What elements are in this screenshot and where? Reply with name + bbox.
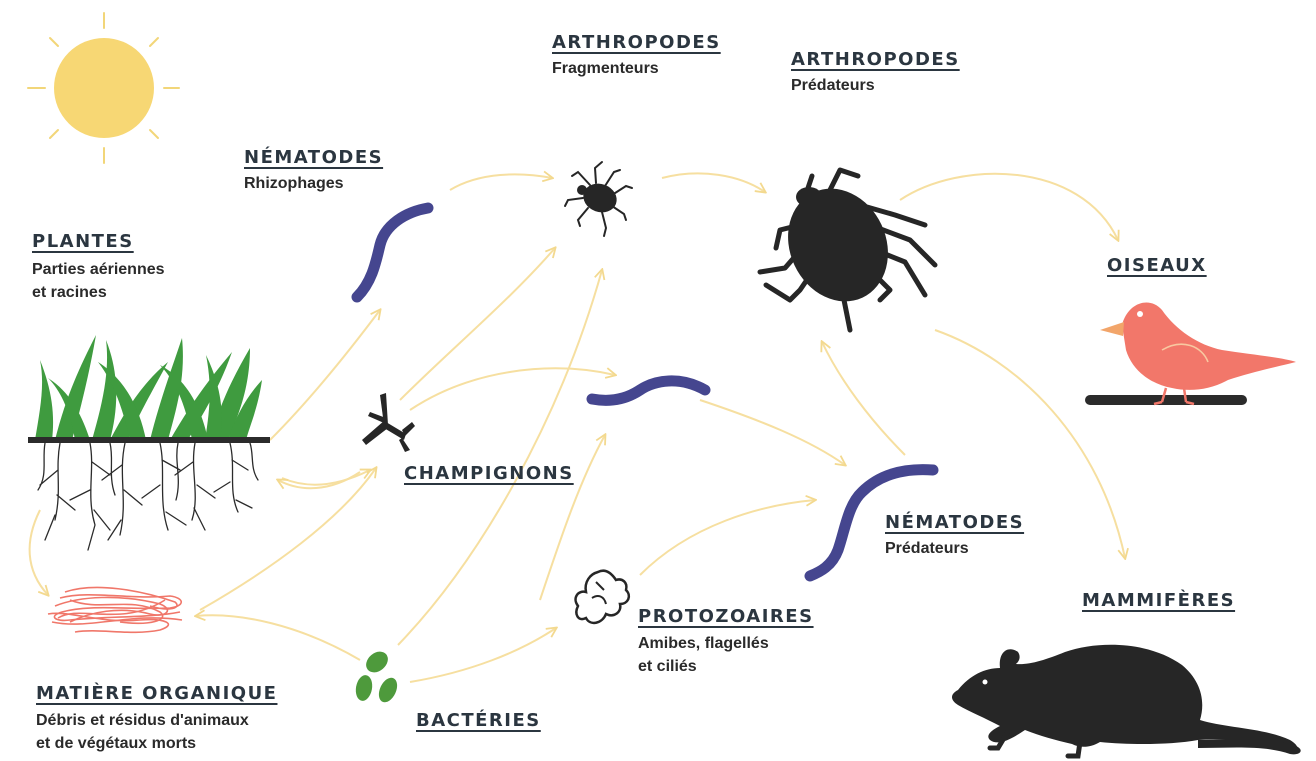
arrow-nematode-mid-to-nem-pred	[700, 400, 845, 465]
arrow-bacteria-to-frag	[398, 270, 602, 645]
matiere-sub-1: Débris et résidus d'animaux	[36, 709, 277, 732]
nematodes-rhizo-title: NÉMATODES	[244, 147, 383, 168]
oiseaux-title: OISEAUX	[1107, 255, 1207, 276]
node-nematodes-predateurs: NÉMATODES Prédateurs	[885, 512, 1024, 560]
champignons-title: CHAMPIGNONS	[404, 463, 574, 484]
nematodes-pred-title: NÉMATODES	[885, 512, 1024, 533]
arrow-bacteria-to-protozoa	[410, 628, 556, 682]
arrow-protozoa-to-nem-pred	[640, 500, 815, 575]
node-plantes: PLANTES Parties aériennes et racines	[32, 231, 165, 304]
nematodes-rhizo-sub: Rhizophages	[244, 172, 383, 195]
node-nematodes-rhizophages: NÉMATODES Rhizophages	[244, 147, 383, 195]
arrow-fungi-to-frag	[400, 248, 555, 400]
node-arthropodes-predateurs: ARTHROPODES Prédateurs	[791, 49, 960, 97]
matiere-title: MATIÈRE ORGANIQUE	[36, 683, 277, 704]
protozoa-icon	[576, 571, 629, 623]
node-oiseaux: OISEAUX	[1107, 255, 1207, 276]
arrow-frag-to-predator	[662, 173, 765, 192]
arrow-nematodes-to-frag	[450, 174, 552, 190]
mite-icon-fragmenter	[565, 162, 632, 236]
mouse-icon	[952, 645, 1301, 756]
arrow-fungi-to-nematode-mid	[410, 368, 615, 410]
arrow-organic-to-fungi	[200, 468, 376, 610]
fungus-icon	[362, 393, 415, 452]
node-matiere-organique: MATIÈRE ORGANIQUE Débris et résidus d'an…	[36, 683, 277, 755]
arrow-plants-to-fungi	[282, 470, 370, 485]
arrow-bacteria-to-organic	[196, 615, 360, 660]
grass-roots-icon	[28, 335, 270, 550]
node-champignons: CHAMPIGNONS	[404, 463, 574, 484]
organic-matter-icon	[48, 587, 182, 632]
sun-icon	[28, 13, 179, 163]
arthro-frag-title: ARTHROPODES	[552, 32, 721, 53]
node-bacteries: BACTÉRIES	[416, 710, 541, 731]
arrow-plants-to-nematodes	[270, 310, 380, 440]
arthro-pred-title: ARTHROPODES	[791, 49, 960, 70]
node-arthropodes-fragmenteurs: ARTHROPODES Fragmenteurs	[552, 32, 721, 80]
protozoaires-sub-1: Amibes, flagellés	[638, 632, 814, 655]
protozoaires-sub-2: et ciliés	[638, 655, 814, 678]
node-mammiferes: MAMMIFÈRES	[1082, 590, 1235, 611]
arrow-predator-to-birds	[900, 174, 1118, 240]
plantes-title: PLANTES	[32, 231, 165, 252]
protozoaires-title: PROTOZOAIRES	[638, 606, 814, 627]
plantes-sub-1: Parties aériennes	[32, 258, 165, 281]
matiere-sub-2: et de végétaux morts	[36, 732, 277, 755]
mammiferes-title: MAMMIFÈRES	[1082, 590, 1235, 611]
nematode-rhizophage	[357, 208, 428, 297]
nematode-middle	[592, 381, 705, 400]
nematodes-pred-sub: Prédateurs	[885, 537, 1024, 560]
arthro-pred-sub: Prédateurs	[791, 74, 960, 97]
bird-icon	[1085, 303, 1296, 405]
bacteria-icon	[354, 647, 401, 705]
arrow-plants-to-organic-matter	[30, 510, 48, 595]
node-protozoaires: PROTOZOAIRES Amibes, flagellés et ciliés	[638, 606, 814, 678]
arthro-frag-sub: Fragmenteurs	[552, 57, 721, 80]
plantes-sub-2: et racines	[32, 281, 165, 304]
arrow-nem-pred-to-predator	[822, 342, 905, 455]
bacteries-title: BACTÉRIES	[416, 710, 541, 731]
